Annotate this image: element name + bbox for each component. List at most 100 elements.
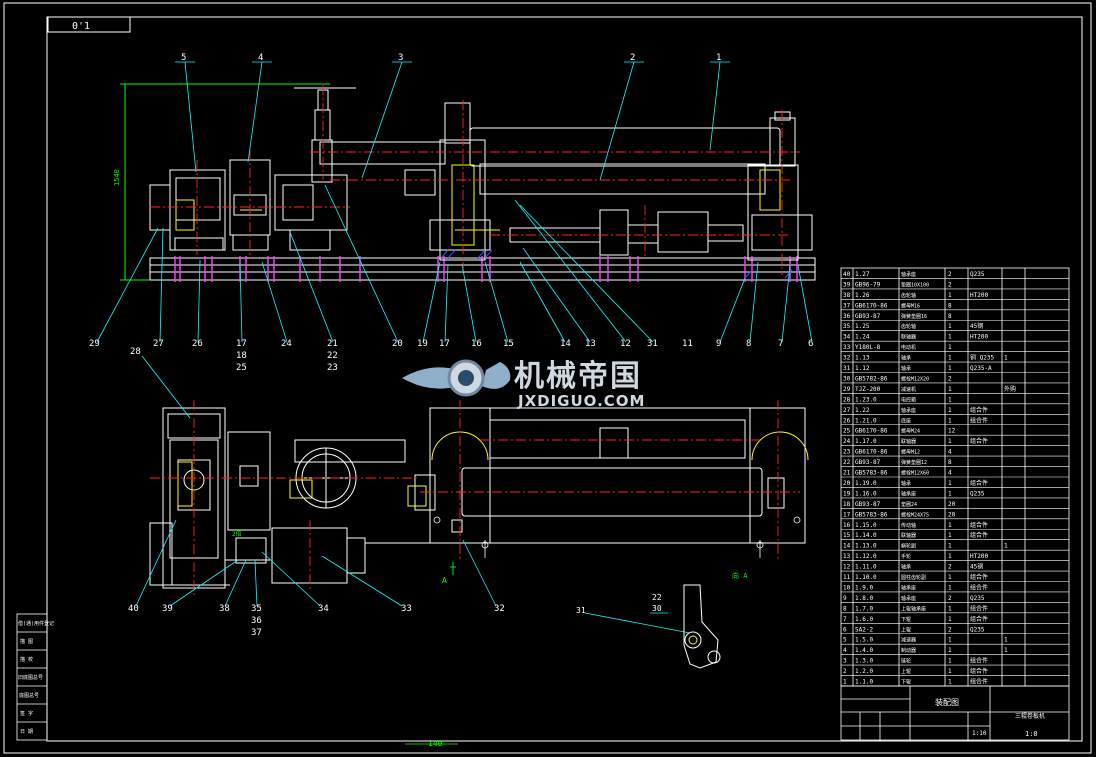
side-label-0: 借(通)用件登记 xyxy=(18,620,54,627)
front-callout-21: 21 xyxy=(327,339,338,349)
front-callout-17a: 17 xyxy=(236,339,247,349)
bom-cell-material: Q235-A xyxy=(970,365,992,372)
plan-callout-33: 33 xyxy=(401,604,412,614)
bom-cell-qty: 1 xyxy=(948,386,952,393)
watermark: 机械帝国 JXDIGUO.COM xyxy=(402,359,645,410)
bom-cell-name: 轴承 xyxy=(901,365,911,372)
bom-cell-no: 17 xyxy=(843,511,851,518)
bom-cell-no: 39 xyxy=(843,281,851,288)
bom-cell-name: 螺母M12 xyxy=(901,449,920,456)
bom-cell-name: 圆柱齿轮副 xyxy=(901,574,926,581)
bom-cell-code: TJZ-200 xyxy=(855,386,881,393)
drawing-scale: 1:10 xyxy=(972,730,987,737)
front-callout-25: 25 xyxy=(236,363,247,373)
front-top-callout-3: 3 xyxy=(398,53,403,63)
bom-cell-note: 1 xyxy=(1004,543,1008,550)
bom-cell-no: 8 xyxy=(843,605,847,612)
bom-cell-name: 上辊 xyxy=(901,668,911,675)
bom-cell-name: 联轴器 xyxy=(901,532,916,539)
bom-cell-no: 9 xyxy=(843,595,847,602)
bom-cell-code: 1.1.0 xyxy=(855,679,873,686)
bom-cell-name: 电动机 xyxy=(901,344,916,351)
bom-cell-code: 1.2.0 xyxy=(855,668,873,675)
detail-callout-22: 22 xyxy=(652,593,662,602)
bom-cell-code: 1.10.0 xyxy=(855,574,877,581)
bom-cell-no: 33 xyxy=(843,344,851,351)
bom-cell-qty: 1 xyxy=(948,407,952,414)
bom-cell-material: 组合件 xyxy=(970,573,988,581)
bom-cell-name: 下辊 xyxy=(901,679,911,686)
bom-cell-no: 36 xyxy=(843,313,851,320)
bom-cell-no: 40 xyxy=(843,271,851,278)
bom-cell-name: 下辊 xyxy=(901,616,911,623)
bom-cell-no: 2 xyxy=(843,668,847,675)
watermark-en: JXDIGUO.COM xyxy=(517,392,645,410)
side-label-3: 旧底图总号 xyxy=(18,674,43,681)
bom-cell-qty: 1 xyxy=(948,553,952,560)
bom-cell-no: 12 xyxy=(843,564,851,571)
bom-cell-no: 3 xyxy=(843,658,847,665)
bom-cell-material: 组合件 xyxy=(970,615,988,623)
bom-cell-qty: 1 xyxy=(948,323,952,330)
bom-cell-code: GB93-87 xyxy=(855,459,881,466)
bom-cell-material: 组合件 xyxy=(970,678,988,686)
bom-cell-note: 1 xyxy=(1004,647,1008,654)
plan-callout-leaders xyxy=(135,355,691,634)
bom-cell-name: 电控箱 xyxy=(901,396,916,403)
bom-cell-code: GB6170-86 xyxy=(855,302,888,309)
bom-cell-code: 1.11.0 xyxy=(855,564,877,571)
bom-cell-name: 轴承 xyxy=(901,480,911,487)
plan-callout-39: 39 xyxy=(162,604,173,614)
bom-cell-qty: 1 xyxy=(948,396,952,403)
bom-cell-name: 底座 xyxy=(901,417,911,424)
side-label-4: 底图总号 xyxy=(19,692,39,699)
bom-cell-name: 上辊轴承座 xyxy=(901,605,926,612)
bom-cell-no: 37 xyxy=(843,302,851,309)
bom-cell-material: Q235 xyxy=(970,271,985,278)
bom-cell-no: 35 xyxy=(843,323,851,330)
front-callout-22: 22 xyxy=(327,351,338,361)
bom-cell-name: 轴承座 xyxy=(901,595,916,602)
front-callout-14: 14 xyxy=(560,339,571,349)
bom-cell-code: GB96-79 xyxy=(855,281,881,288)
bom-cell-name: 传动轴 xyxy=(901,522,916,529)
bom-cell-name: 减速机 xyxy=(901,386,916,393)
plan-callout-35: 35 xyxy=(251,604,262,614)
front-callout-15: 15 xyxy=(503,339,514,349)
front-callout-leaders xyxy=(96,61,813,343)
bom-cell-qty: 2 xyxy=(948,281,952,288)
bom-cell-code: 1.4.0 xyxy=(855,647,873,654)
bom-cell-code: 1.13 xyxy=(855,355,870,362)
bom-cell-code: GB93-87 xyxy=(855,501,881,508)
detail-size: 2倍 xyxy=(232,530,242,538)
bom-cell-qty: 1 xyxy=(948,417,952,424)
bom-cell-name: 蜗轮副 xyxy=(901,543,916,550)
bom-cell-no: 15 xyxy=(843,532,851,539)
bom-cell-material: 组合件 xyxy=(970,657,988,665)
bom-cell-qty: 1 xyxy=(948,344,952,351)
bom-cell-qty: 20 xyxy=(948,501,956,508)
bom-cell-material: Q235 xyxy=(970,626,985,633)
side-label-5: 签 字 xyxy=(20,710,33,717)
anchor-bolts xyxy=(174,256,798,282)
bom-cell-name: 螺栓M12X20 xyxy=(901,375,929,382)
plan-callout-32: 32 xyxy=(494,604,505,614)
bom-cell-qty: 1 xyxy=(948,355,952,362)
bom-cell-no: 10 xyxy=(843,584,851,591)
bom-cell-qty: 1 xyxy=(948,647,952,654)
front-callout-7: 7 xyxy=(778,339,783,349)
bottom-dimension: 140 xyxy=(428,739,443,748)
bom-cell-name: 螺栓M24X75 xyxy=(901,511,929,518)
bom-cell-code: 1.22 xyxy=(855,407,870,414)
side-label-2: 描 校 xyxy=(20,656,33,663)
bom-cell-name: 制动器 xyxy=(901,647,916,654)
bom-cell-material: 45钢 xyxy=(970,322,983,330)
front-callout-27: 27 xyxy=(153,339,164,349)
front-callout-12: 12 xyxy=(620,339,631,349)
bom-cell-code: SA2-2 xyxy=(855,626,873,633)
bom-cell-name: 齿轮轴 xyxy=(901,323,916,330)
bom-cell-material: 45钢 xyxy=(970,563,983,571)
bom-cell-qty: 2 xyxy=(948,271,952,278)
bom-cell-qty: 20 xyxy=(948,511,956,518)
bom-cell-qty: 4 xyxy=(948,449,952,456)
